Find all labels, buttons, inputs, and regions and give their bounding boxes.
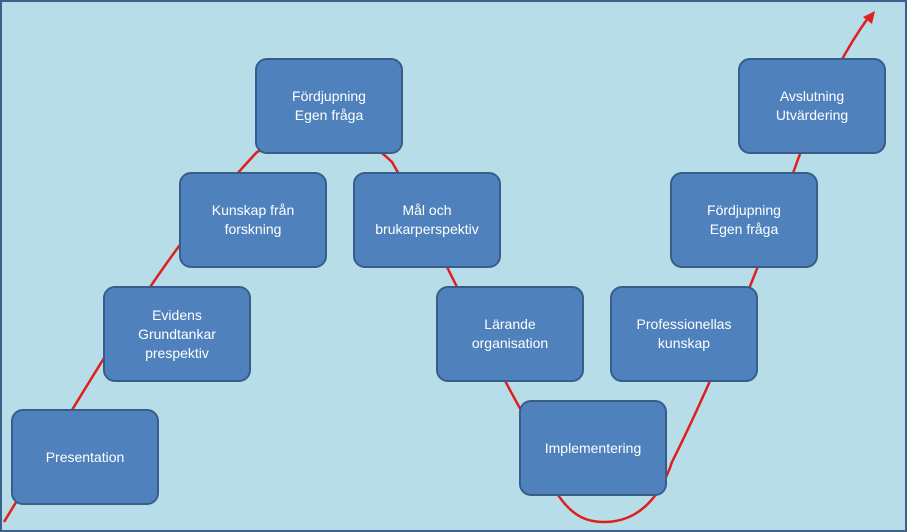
step-professionellas-kunskap: Professionellas kunskap (610, 286, 758, 382)
step-evidens: Evidens Grundtankar prespektiv (103, 286, 251, 382)
step-kunskap-fran-forskning: Kunskap från forskning (179, 172, 327, 268)
step-presentation: Presentation (11, 409, 159, 505)
step-avslutning-utvardering: Avslutning Utvärdering (738, 58, 886, 154)
step-implementering: Implementering (519, 400, 667, 496)
step-fordjupning-egen-fraga-2: Fördjupning Egen fråga (670, 172, 818, 268)
step-fordjupning-egen-fraga-1: Fördjupning Egen fråga (255, 58, 403, 154)
curve-arrow-head (863, 11, 875, 24)
step-larande-organisation: Lärande organisation (436, 286, 584, 382)
step-mal-och-brukarperspektiv: Mål och brukarperspektiv (353, 172, 501, 268)
